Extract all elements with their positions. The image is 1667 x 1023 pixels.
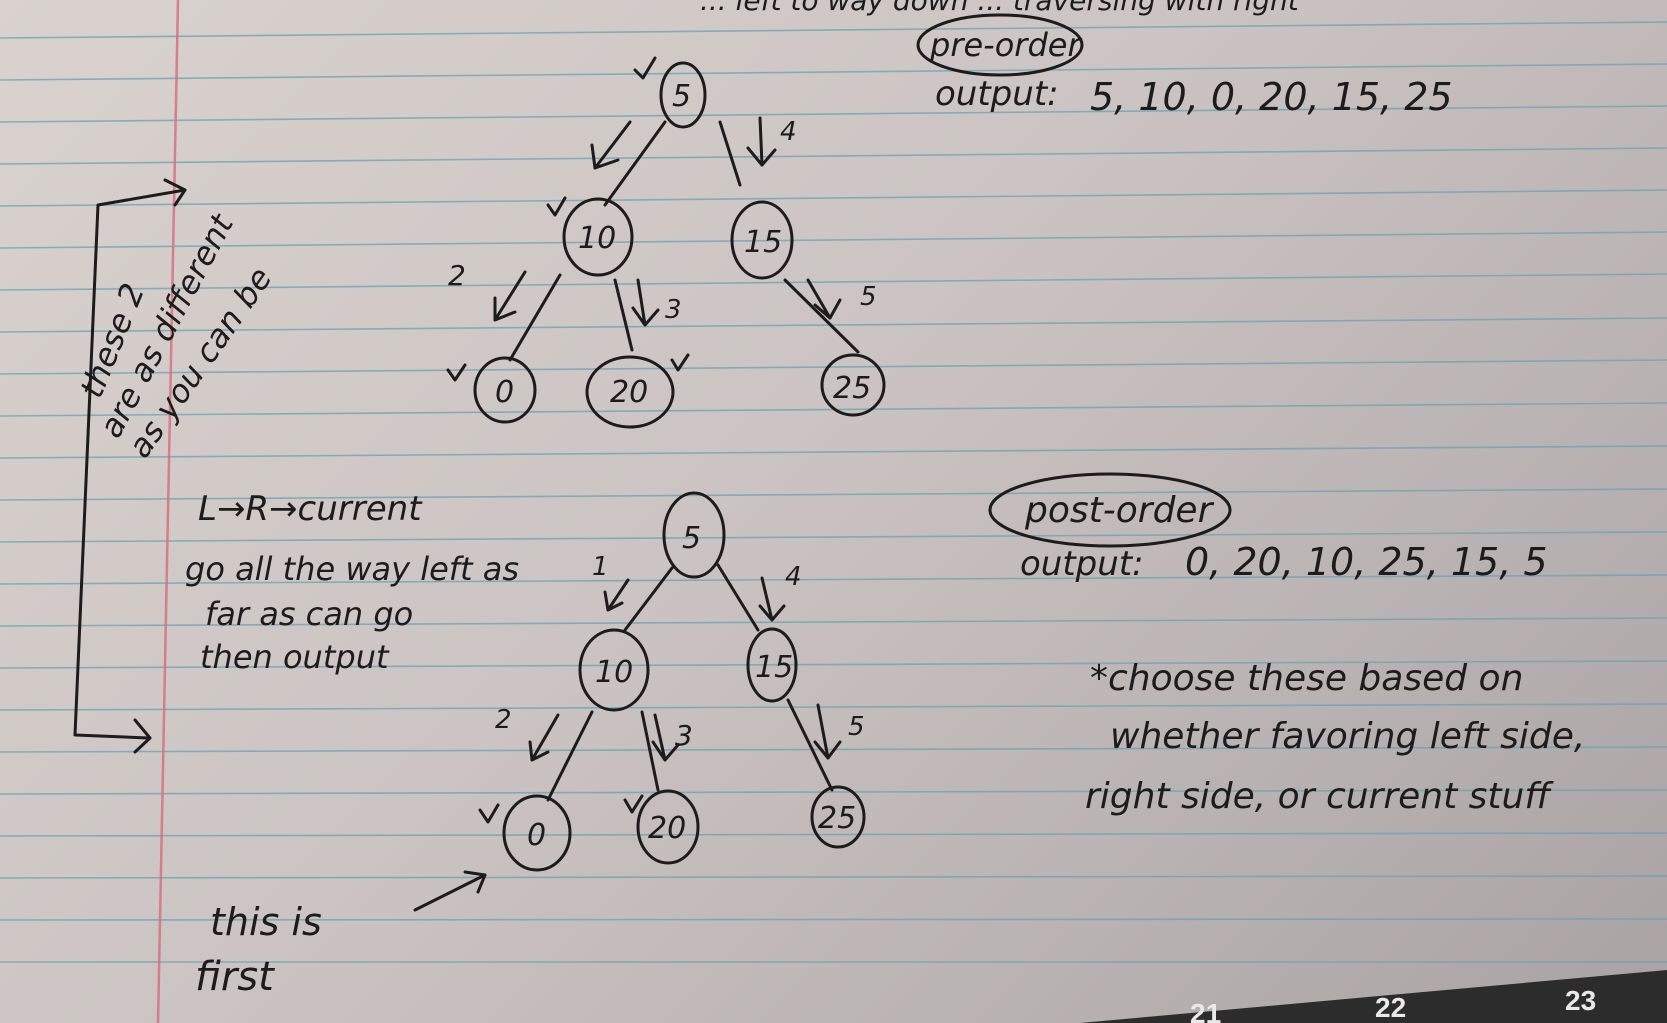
first-note-line1: this is	[210, 900, 322, 944]
bottom-node-25	[810, 785, 866, 849]
bottom-node-0-label: 0	[527, 818, 546, 853]
bottom-step-3: 3	[675, 719, 693, 752]
bottom-node-15-label: 15	[755, 650, 793, 685]
bottom-step-2: 2	[495, 705, 512, 735]
preorder-oval	[916, 13, 1084, 77]
top-step-5: 5	[860, 282, 877, 312]
top-node-25-label: 25	[833, 371, 871, 406]
rule-note-line4: then output	[200, 638, 390, 676]
tree-bottom: 5 10 15 0 20 25 1 2 3 4 5	[478, 491, 866, 872]
postorder-oval	[988, 472, 1232, 548]
bottom-node-5-label: 5	[682, 521, 701, 556]
preorder-sequence: 5, 10, 0, 20, 15, 25	[1090, 75, 1453, 119]
margin-line	[156, 0, 180, 1023]
top-node-10-label: 10	[578, 221, 616, 256]
bottom-step-1: 1	[592, 552, 609, 582]
bottom-node-10	[578, 628, 650, 712]
tree-top: 5 10 15 0 20 25 2 3 4 5	[446, 56, 886, 429]
top-step-4: 4	[780, 117, 797, 147]
ruler-strip: 21 22 23	[1080, 970, 1667, 1023]
choose-note-line3: right side, or current stuff	[1085, 776, 1554, 817]
ruler-mark-22: 22	[1375, 992, 1406, 1023]
bottom-node-0	[502, 794, 572, 872]
first-note-line2: first	[195, 954, 275, 1000]
top-node-5-label: 5	[672, 79, 691, 114]
preorder-label: pre-order	[929, 26, 1082, 64]
top-node-15-label: 15	[744, 225, 782, 260]
top-node-20-label: 20	[610, 375, 648, 410]
postorder-label: post-order	[1024, 490, 1215, 531]
bottom-step-5: 5	[848, 712, 865, 742]
bottom-node-20-label: 20	[648, 811, 686, 846]
preorder-output-label: output:	[935, 74, 1059, 114]
choose-note-line2: whether favoring left side,	[1110, 716, 1585, 757]
bottom-node-15	[746, 627, 798, 703]
top-node-20	[585, 355, 675, 429]
rule-note-line1: L→R→current	[198, 489, 423, 529]
bottom-node-25-label: 25	[818, 801, 856, 836]
top-node-0	[473, 356, 537, 424]
top-node-15	[730, 200, 794, 280]
top-step-2: 2	[448, 259, 466, 292]
bottom-step-4: 4	[785, 562, 802, 592]
top-node-25	[820, 353, 886, 417]
top-cut-text: ... left to way down ... traversing with…	[700, 0, 1300, 17]
top-step-3: 3	[665, 295, 682, 325]
choose-note: *choose these based on whether favoring …	[1085, 658, 1585, 817]
bottom-node-5	[662, 491, 726, 579]
bottom-node-20	[636, 789, 700, 865]
top-node-10	[562, 197, 634, 277]
rule-note-line2: go all the way left as	[185, 550, 519, 588]
first-note: this is first	[195, 870, 487, 1000]
rule-note-line3: far as can go	[205, 595, 413, 633]
rule-note: L→R→current go all the way left as far a…	[185, 489, 519, 676]
top-node-5	[659, 61, 707, 129]
ruler-mark-21: 21	[1190, 998, 1221, 1023]
ruler-mark-23: 23	[1565, 985, 1596, 1016]
top-node-0-label: 0	[495, 375, 514, 410]
postorder-sequence: 0, 20, 10, 25, 15, 5	[1185, 540, 1548, 584]
choose-note-line1: *choose these based on	[1090, 658, 1523, 699]
bottom-node-10-label: 10	[595, 655, 633, 690]
postorder-output-label: output:	[1020, 544, 1144, 584]
